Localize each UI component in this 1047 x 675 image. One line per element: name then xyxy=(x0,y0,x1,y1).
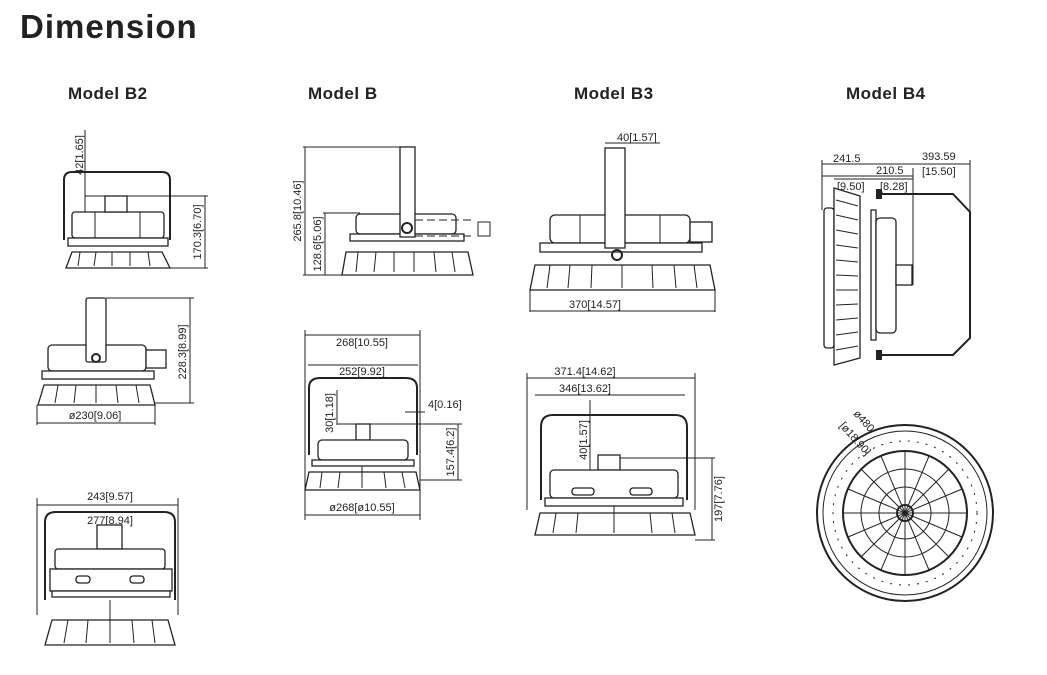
dim-label: 241.5 xyxy=(833,153,861,165)
dim-label: 4[0.16] xyxy=(428,399,462,411)
model-b3-front-view: 371.4[14.62] 346[13.62] 40[1.57] 197[7.7… xyxy=(526,366,725,541)
dim-label: 252[9.92] xyxy=(339,366,385,378)
dim-label: 370[14.57] xyxy=(569,299,621,311)
model-b2-front-view: 243[9.57] 277[8.94] xyxy=(36,491,179,646)
dim-label: 30[1.18] xyxy=(324,393,336,433)
dim-label: [9.50] xyxy=(837,181,865,193)
dim-label: [8.28] xyxy=(880,181,908,193)
model-b2-side-view: 228.3[8.99] ø230[9.06] xyxy=(36,297,194,425)
model-b3-heading: Model B3 xyxy=(574,84,654,103)
model-b4-heading: Model B4 xyxy=(846,84,926,103)
dim-label: ø230[9.06] xyxy=(69,410,122,422)
model-b4-bottom-view: ø480 [ø18.90] xyxy=(816,408,994,602)
dim-label: 40[1.57] xyxy=(617,132,657,144)
dim-label: 346[13.62] xyxy=(559,383,611,395)
dim-label: 277[8.94] xyxy=(87,515,133,527)
dim-label: [15.50] xyxy=(922,166,956,178)
dim-label: 228.3[8.99] xyxy=(177,324,189,379)
dim-label: 197[7.76] xyxy=(713,476,725,522)
model-b-heading: Model B xyxy=(308,84,378,103)
dim-label: 268[10.55] xyxy=(336,337,388,349)
dim-label: 40[1.57] xyxy=(578,420,590,460)
dim-label: 210.5 xyxy=(876,165,904,177)
model-b2-heading: Model B2 xyxy=(68,84,148,103)
dim-label: 42[1.65] xyxy=(74,135,86,175)
model-b-front-view: 268[10.55] 252[9.92] 30[1.18] 4[0.16] 15… xyxy=(304,330,462,520)
dim-label: 371.4[14.62] xyxy=(554,366,615,378)
dim-label: 157.4[6.2] xyxy=(445,428,457,477)
dim-label: 265.8[10.46] xyxy=(292,180,304,241)
model-b4-side-view: 241.5 393.59 [15.50] 210.5 [9.50] [8.28] xyxy=(821,151,971,366)
dim-label: ø268[ø10.55] xyxy=(329,502,394,514)
model-b-top-view: 265.8[10.46] 128.6[5.06] xyxy=(292,146,491,276)
page-title: Dimension xyxy=(20,8,198,45)
dim-label: 393.59 xyxy=(922,151,956,163)
dim-label: 243[9.57] xyxy=(87,491,133,503)
dim-label: 170.3[6.70] xyxy=(192,204,204,259)
model-b2-top-view: 170.3[6.70] 42[1.65] xyxy=(63,130,208,269)
model-b3-top-view: 40[1.57] 370[14.57] xyxy=(529,132,716,312)
dim-label: 128.6[5.06] xyxy=(312,216,324,271)
